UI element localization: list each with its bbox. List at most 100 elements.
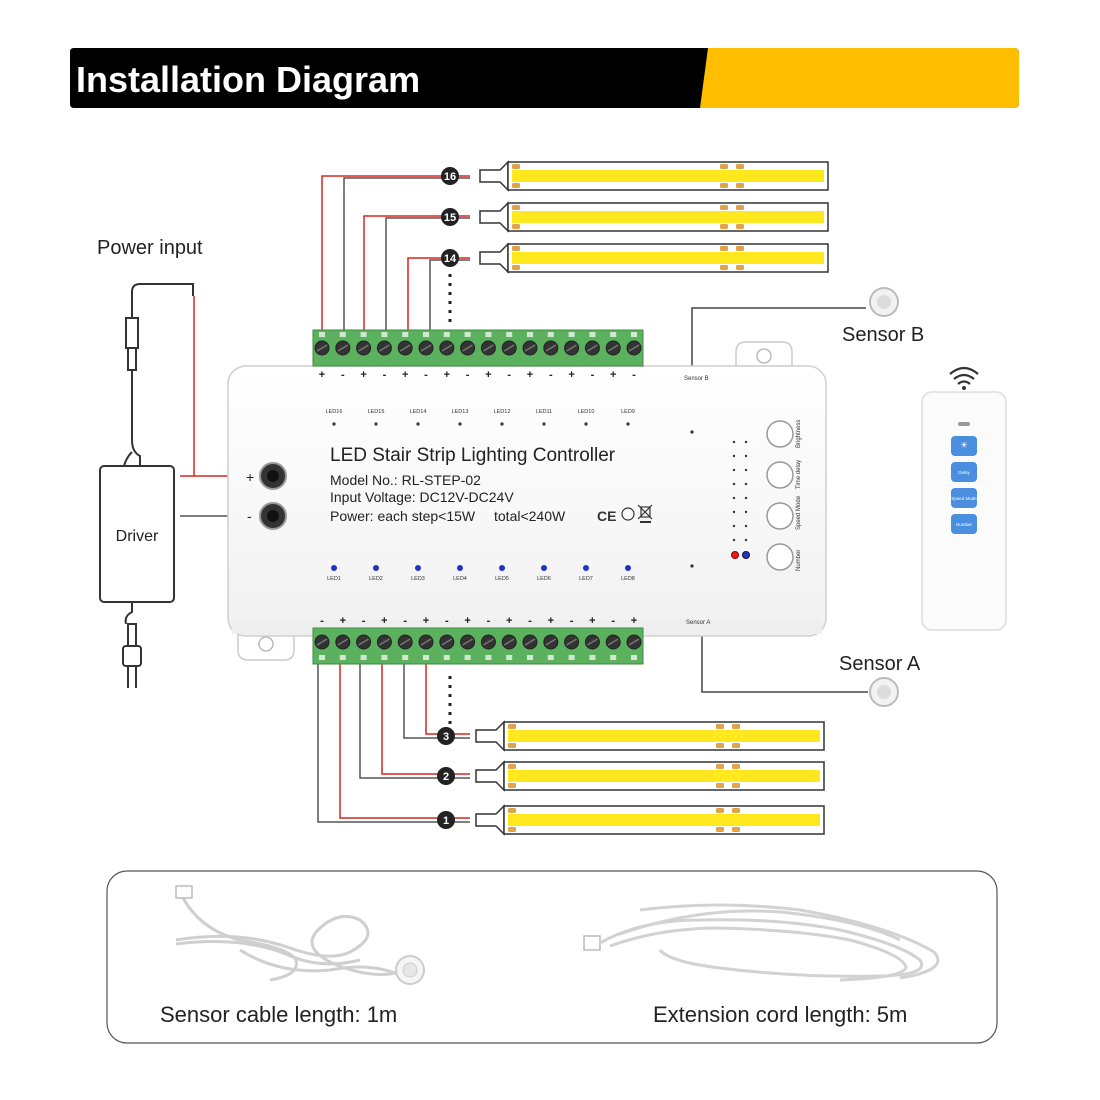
controller-button-number[interactable]: Number bbox=[766, 543, 802, 571]
polarity-label: - bbox=[320, 615, 324, 627]
led-channel-label: LED1 bbox=[327, 576, 341, 582]
brightness-icon: ☀ bbox=[960, 440, 968, 450]
ce-mark: CE bbox=[597, 508, 616, 524]
terminal-screw[interactable] bbox=[501, 340, 517, 356]
led-strip-14: 14 bbox=[441, 242, 829, 274]
polarity-label: - bbox=[403, 615, 407, 627]
terminal-screw[interactable] bbox=[605, 340, 621, 356]
polarity-label: + bbox=[423, 615, 429, 627]
controller-button-brightness[interactable]: Brightness bbox=[766, 420, 802, 448]
terminal-screw[interactable] bbox=[605, 634, 621, 650]
remote-button-3[interactable]: Number bbox=[951, 514, 977, 534]
strip-led-band bbox=[508, 814, 820, 826]
controller-button-label: Number bbox=[796, 550, 802, 571]
dc-connector bbox=[125, 317, 139, 349]
header-banner: Installation Diagram bbox=[70, 48, 1019, 108]
terminal-screw[interactable] bbox=[439, 340, 455, 356]
remote-button-label: Speed Mode bbox=[951, 496, 977, 501]
terminal-screw[interactable] bbox=[335, 634, 351, 650]
terminal-screw[interactable] bbox=[501, 634, 517, 650]
terminal-screw[interactable] bbox=[480, 634, 496, 650]
polarity-label: + bbox=[631, 615, 637, 627]
led-channel-dot bbox=[458, 422, 462, 426]
polarity-label: - bbox=[528, 615, 532, 627]
led-channel-label: LED3 bbox=[411, 576, 425, 582]
terminal-block-bottom: -+-+-+-+-+-+-+-+ bbox=[312, 615, 644, 665]
terminal-screw[interactable] bbox=[335, 340, 351, 356]
terminal-screw[interactable] bbox=[356, 340, 372, 356]
led-channel-label: LED13 bbox=[452, 409, 469, 415]
power-input-label: Power input bbox=[97, 237, 203, 259]
terminal-screw[interactable] bbox=[460, 634, 476, 650]
terminal-screw[interactable] bbox=[522, 340, 538, 356]
sensor-wiring bbox=[691, 307, 868, 693]
terminal-screw[interactable] bbox=[439, 634, 455, 650]
sensor-a-label: Sensor A bbox=[839, 653, 921, 675]
sensor-b: Sensor B bbox=[842, 287, 924, 346]
terminal-screw[interactable] bbox=[543, 634, 559, 650]
terminal-screw[interactable] bbox=[543, 340, 559, 356]
terminal-screw[interactable] bbox=[376, 340, 392, 356]
terminal-screw[interactable] bbox=[314, 340, 330, 356]
weee-bin-icon bbox=[637, 504, 653, 523]
terminal-screw[interactable] bbox=[397, 634, 413, 650]
step-number-badge bbox=[441, 167, 459, 185]
terminal-screw[interactable] bbox=[584, 634, 600, 650]
terminal-screw[interactable] bbox=[418, 634, 434, 650]
polarity-label: - bbox=[549, 369, 553, 381]
strip-led-band bbox=[512, 252, 824, 264]
led-channel-label: LED8 bbox=[621, 576, 635, 582]
dc-minus-label: - bbox=[247, 508, 252, 524]
led-channel-dot bbox=[500, 422, 504, 426]
polarity-label: + bbox=[568, 369, 574, 381]
polarity-label: + bbox=[589, 615, 595, 627]
led-channel-label: LED5 bbox=[495, 576, 509, 582]
controller-button-speed-mode[interactable]: Speed Mode bbox=[766, 495, 802, 530]
step-number: 14 bbox=[444, 253, 457, 265]
controller: + - LED Stair Strip Lighting Controller … bbox=[227, 329, 827, 665]
controller-button-time-delay[interactable]: Time delay bbox=[766, 460, 802, 489]
polarity-label: - bbox=[570, 615, 574, 627]
led-channel-label: LED2 bbox=[369, 576, 383, 582]
terminal-screw[interactable] bbox=[376, 634, 392, 650]
remote-button-1[interactable]: Delay bbox=[951, 462, 977, 482]
controller-button-label: Speed Mode bbox=[796, 495, 802, 530]
terminal-screw[interactable] bbox=[356, 634, 372, 650]
led-channel-label: LED4 bbox=[453, 576, 467, 582]
controller-title: LED Stair Strip Lighting Controller bbox=[330, 445, 616, 466]
led-channel-label: LED12 bbox=[494, 409, 511, 415]
led-channel-label: LED14 bbox=[410, 409, 427, 415]
terminal-screw[interactable] bbox=[460, 340, 476, 356]
terminal-screw[interactable] bbox=[564, 634, 580, 650]
controller-total: total<240W bbox=[494, 508, 566, 524]
remote-button-0[interactable]: ☀ bbox=[951, 436, 977, 456]
terminal-screw[interactable] bbox=[418, 340, 434, 356]
terminal-screw[interactable] bbox=[584, 340, 600, 356]
terminal-screw[interactable] bbox=[480, 340, 496, 356]
step-number: 3 bbox=[443, 731, 449, 743]
status-led-blue bbox=[742, 551, 750, 559]
polarity-label: + bbox=[319, 369, 325, 381]
led-channel-indicator bbox=[373, 565, 379, 571]
terminal-screw[interactable] bbox=[626, 634, 642, 650]
remote-button-label: Delay bbox=[958, 470, 970, 475]
step-number: 2 bbox=[443, 771, 449, 783]
terminal-screw[interactable] bbox=[397, 340, 413, 356]
sensor-cable-image bbox=[175, 885, 425, 985]
led-channel-indicator bbox=[583, 565, 589, 571]
led-channel-dot bbox=[626, 422, 630, 426]
driver-label: Driver bbox=[116, 528, 159, 545]
remote-button-2[interactable]: Speed Mode bbox=[951, 488, 977, 508]
power-supply: Power input Driver bbox=[97, 237, 258, 688]
polarity-label: + bbox=[402, 369, 408, 381]
led-channel-label: LED15 bbox=[368, 409, 385, 415]
terminal-screw[interactable] bbox=[626, 340, 642, 356]
led-channel-indicator bbox=[331, 565, 337, 571]
terminal-screw[interactable] bbox=[314, 634, 330, 650]
rohs-icon bbox=[621, 507, 635, 521]
terminal-block-top: +-+-+-+-+-+-+-+- bbox=[312, 329, 644, 381]
terminal-screw[interactable] bbox=[522, 634, 538, 650]
terminal-screw[interactable] bbox=[564, 340, 580, 356]
polarity-label: - bbox=[591, 369, 595, 381]
